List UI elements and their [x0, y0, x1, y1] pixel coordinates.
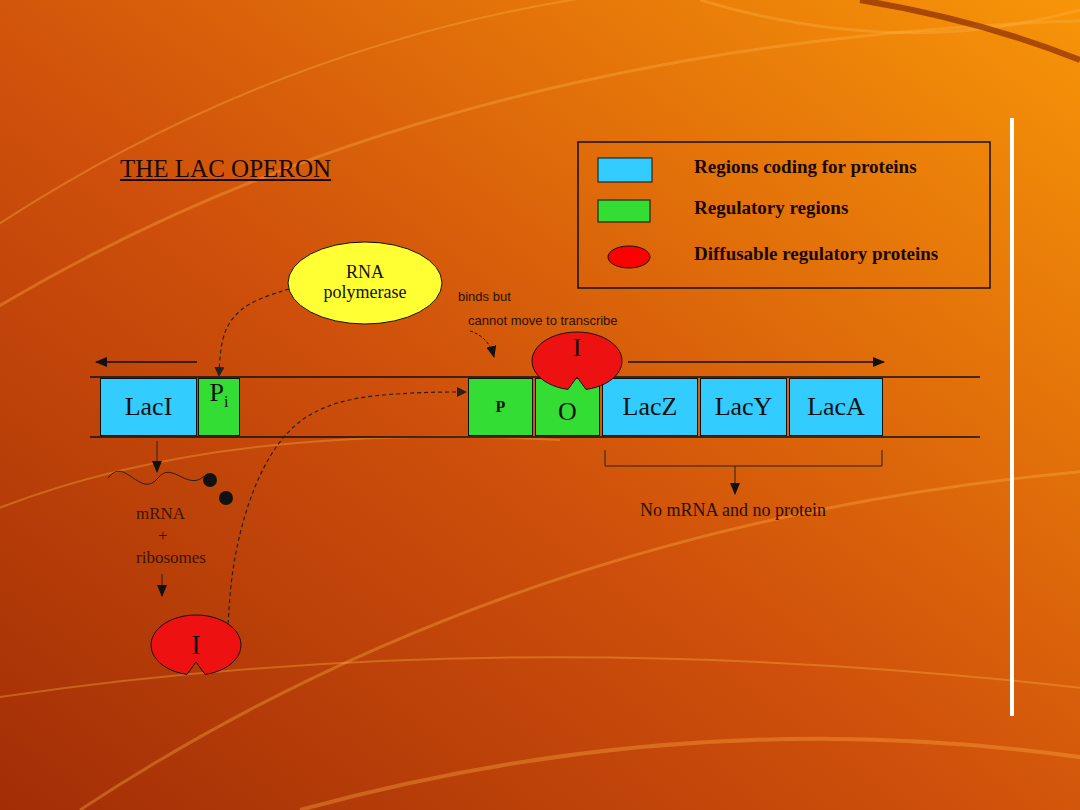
transcription-arrow: [96, 361, 197, 363]
legend-frame: [578, 142, 990, 288]
connector-arrow: [219, 289, 289, 376]
divider-line: [1010, 118, 1014, 716]
note-text: No mRNA and no protein: [640, 501, 826, 521]
ellipse-outline: [288, 242, 442, 324]
promoter-box: Pi: [198, 378, 240, 436]
node-label: RNA polymerase: [315, 263, 415, 303]
node-label: LacA: [807, 393, 865, 422]
swatch-shape: [598, 200, 650, 222]
node-label: LacI: [125, 393, 173, 422]
note-text: binds but: [458, 290, 511, 304]
gene-box: LacZ: [602, 378, 698, 436]
legend-swatch: [597, 199, 651, 223]
gene-box: LacA: [789, 378, 883, 436]
legend-swatch: [597, 157, 653, 183]
step-label: ribosomes: [136, 549, 206, 568]
mrna-strand: [108, 471, 204, 484]
corner-swoosh: [860, 0, 1080, 60]
legend-text: Regulatory regions: [694, 198, 848, 219]
node-label: I: [573, 334, 582, 363]
repressor-protein: I: [150, 614, 242, 676]
connector-arrow: [228, 392, 466, 624]
node-label: P: [210, 379, 224, 408]
node-label: LacY: [715, 393, 773, 422]
legend-swatch: [607, 245, 651, 269]
legend-text: Regions coding for proteins: [694, 157, 917, 178]
legend-text: Diffusable regulatory proteins: [694, 244, 938, 265]
swatch-shape: [598, 158, 652, 182]
repressor-protein: I: [531, 331, 623, 391]
step-arrow: [162, 574, 163, 596]
graphic-part: [0, 20, 1080, 330]
diagram-title: THE LAC OPERON: [120, 155, 331, 183]
ribosome: [203, 473, 217, 487]
step-label: +: [158, 527, 168, 546]
step-arrow: [157, 441, 158, 472]
ribosome: [219, 491, 233, 505]
enzyme-ellipse: RNA polymerase: [287, 241, 443, 325]
transcription-arrow: [628, 361, 884, 363]
node-label: O: [558, 398, 577, 427]
gene-box: LacY: [700, 378, 787, 436]
graphic-part: [80, 470, 1080, 810]
gene-box: LacI: [100, 378, 197, 436]
bracket-arrow: [735, 466, 736, 494]
promoter-box: P: [468, 378, 533, 436]
node-label: I: [191, 630, 200, 661]
graphic-part: [0, 0, 900, 250]
leader-arrow: [470, 331, 494, 357]
note-text: cannot move to transcribe: [468, 314, 618, 328]
graphic-part: [0, 437, 560, 520]
swatch-shape: [608, 246, 650, 268]
node-label: LacZ: [623, 393, 678, 422]
step-label: mRNA: [136, 505, 185, 524]
subscript: i: [224, 393, 228, 411]
bracket: [605, 450, 882, 466]
node-label: P: [496, 398, 506, 416]
graphic-part: [300, 739, 1080, 810]
repressor-outline: [151, 615, 241, 674]
graphic-part: [90, 436, 980, 438]
dna-strand: [90, 377, 980, 437]
